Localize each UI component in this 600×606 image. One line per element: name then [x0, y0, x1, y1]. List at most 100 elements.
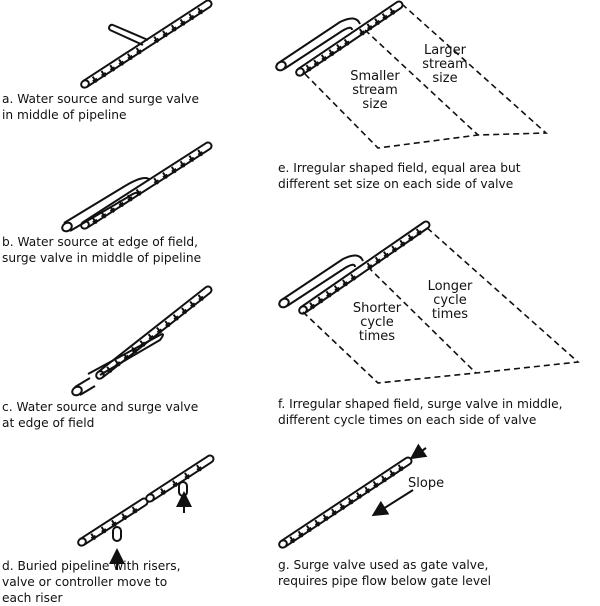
label-f-left-1: Shorter — [352, 301, 402, 316]
gate-outlet — [179, 160, 186, 168]
caption-f-line1: f. Irregular shaped field, surge valve i… — [278, 397, 563, 411]
gate-outlet — [389, 469, 396, 477]
gate-outlet — [100, 526, 107, 534]
panel-d-gated-pipe-2 — [145, 454, 215, 503]
gate-outlet — [317, 296, 324, 304]
gate-outlet — [164, 320, 171, 328]
gate-outlet — [374, 256, 381, 264]
label-f-left-3: times — [358, 329, 396, 344]
label-e-left-3: size — [362, 97, 388, 112]
gate-outlet — [126, 53, 133, 61]
gate-outlet — [314, 519, 321, 527]
gate-outlet — [372, 480, 379, 488]
pipe-open-end — [77, 537, 87, 547]
label-slope: Slope — [408, 476, 445, 491]
panel-a-gated-pipe — [80, 0, 213, 89]
gate-outlet — [188, 155, 195, 163]
gate-outlet — [90, 533, 97, 541]
pipe-open-end — [278, 539, 288, 549]
gate-outlet — [160, 487, 166, 495]
caption-f: f. Irregular shaped field, surge valve i… — [278, 396, 563, 428]
gate-outlet — [181, 307, 187, 315]
panel-b-supply-pipe — [61, 177, 151, 233]
gate-outlet — [172, 313, 179, 321]
label-e-right-1: Larger — [424, 43, 466, 58]
gate-outlet — [305, 64, 312, 72]
caption-g-line1: g. Surge valve used as gate valve, — [278, 558, 489, 572]
panel-f-field-outline — [302, 225, 580, 384]
gate-outlet — [118, 58, 124, 66]
label-larger-stream-size: Larger stream size — [415, 44, 475, 86]
gate-outlet — [197, 294, 204, 302]
gate-outlet — [309, 302, 315, 310]
gate-outlet — [399, 239, 406, 247]
gate-outlet — [306, 525, 312, 533]
gate-outlet — [197, 7, 203, 15]
pipe-body — [147, 454, 215, 502]
gate-outlet — [343, 38, 350, 46]
gate-outlet — [374, 18, 380, 26]
gate-outlet — [197, 149, 203, 157]
gate-outlet — [397, 464, 404, 472]
label-shorter-cycle-times: Shorter cycle times — [346, 302, 408, 344]
panel-a-supply-pipe — [108, 23, 149, 46]
panel-d-risers — [109, 481, 192, 570]
caption-c: c. Water source and surge valve at edge … — [2, 399, 198, 431]
panel-c-supply-pipe — [71, 333, 164, 397]
panel-e-gated-pipe — [295, 0, 404, 77]
gate-outlet — [91, 76, 98, 84]
gate-outlet — [331, 508, 337, 516]
label-e-left-2: stream — [352, 83, 398, 98]
gate-outlet — [366, 23, 373, 31]
gate-outlet — [131, 506, 138, 514]
gate-outlet — [189, 300, 196, 308]
caption-d-line2: valve or controller move to — [2, 575, 168, 589]
panel-d-gated-pipe-1 — [77, 497, 149, 547]
panel-c-gated-pipe — [95, 285, 213, 380]
caption-a: a. Water source and surge valve in middl… — [2, 91, 199, 123]
pipe-open-end — [145, 493, 155, 503]
gate-outlet — [381, 475, 387, 483]
label-e-right-2: stream — [422, 57, 468, 72]
gate-outlet — [111, 519, 117, 527]
label-f-right-1: Longer — [427, 279, 473, 294]
gate-outlet — [342, 279, 348, 287]
label-f-right-2: cycle — [433, 293, 467, 308]
gate-outlet — [320, 54, 327, 62]
gate-outlet — [170, 24, 177, 32]
caption-c-line1: c. Water source and surge valve — [2, 400, 199, 414]
panel-f-gated-pipe — [298, 220, 431, 315]
caption-f-line2: different cycle times on each side of va… — [278, 413, 537, 427]
gate-outlet — [184, 472, 190, 480]
gate-outlet — [325, 290, 332, 298]
gate-outlet — [313, 59, 319, 67]
label-f-left-2: cycle — [360, 315, 394, 330]
gate-outlet — [328, 49, 335, 57]
panel-e-supply-pipe — [275, 17, 361, 72]
gate-outlet — [347, 497, 354, 505]
gate-outlet — [135, 47, 142, 55]
gate-outlet — [100, 70, 107, 78]
gate-outlet — [322, 514, 329, 522]
pipe-body — [297, 0, 404, 76]
gate-outlet — [121, 513, 128, 521]
gate-outlet — [339, 503, 346, 510]
gate-outlet — [350, 273, 356, 281]
pipe-body — [82, 0, 213, 88]
caption-e-line2: different set size on each side of valve — [278, 177, 514, 191]
pipe-open-end — [298, 305, 308, 315]
gate-outlet — [356, 491, 362, 499]
gate-outlet — [289, 536, 296, 544]
gate-outlet — [415, 228, 422, 236]
gate-outlet — [333, 285, 340, 293]
gate-outlet — [162, 171, 168, 179]
caption-c-line2: at edge of field — [2, 416, 95, 430]
gate-outlet — [170, 166, 177, 174]
gate-outlet — [179, 18, 186, 26]
gate-outlet — [364, 486, 371, 494]
gate-outlet — [156, 327, 163, 334]
panel-b-gated-pipe — [80, 141, 213, 230]
gate-outlet — [407, 234, 414, 242]
label-smaller-stream-size: Smaller stream size — [345, 70, 405, 112]
